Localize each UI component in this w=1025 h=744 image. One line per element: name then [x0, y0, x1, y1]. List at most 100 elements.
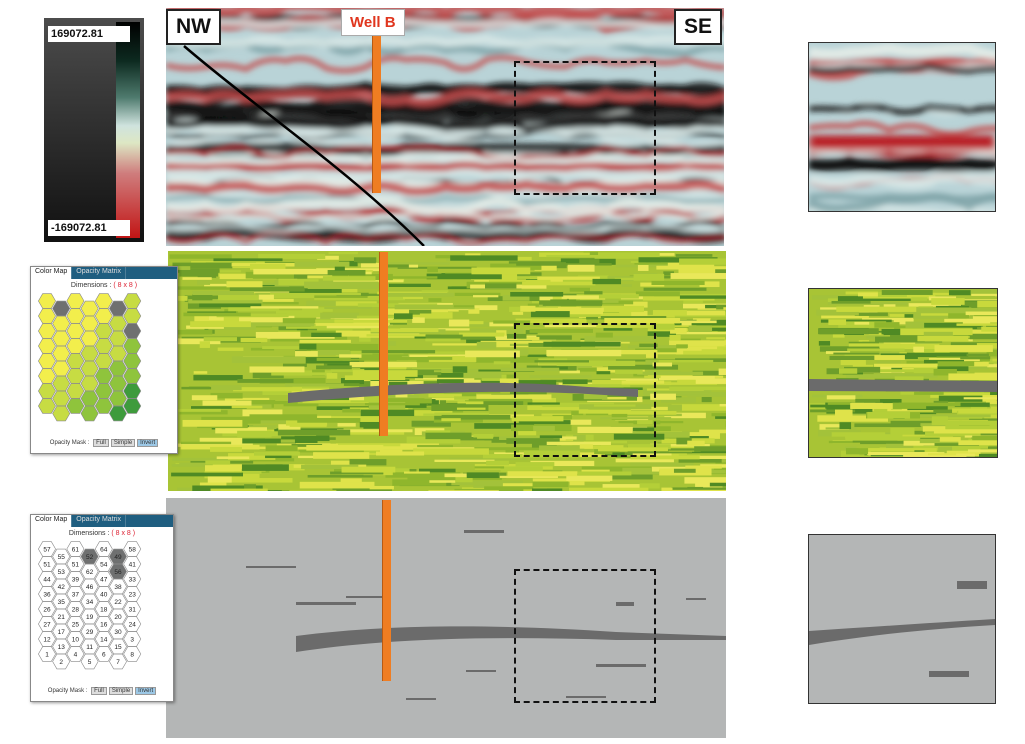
svg-text:3: 3 [130, 637, 134, 644]
facies-section-image [168, 251, 726, 491]
svg-text:46: 46 [86, 584, 94, 591]
svg-text:52: 52 [86, 554, 94, 561]
svg-text:11: 11 [86, 644, 93, 651]
tab-color-map[interactable]: Color Map [31, 267, 73, 279]
zoom-inset-bottom [808, 534, 996, 704]
svg-text:42: 42 [58, 584, 66, 591]
svg-text:26: 26 [43, 607, 51, 614]
svg-text:40: 40 [100, 592, 108, 599]
svg-text:51: 51 [72, 562, 80, 569]
svg-text:4: 4 [74, 652, 78, 659]
svg-text:7: 7 [116, 659, 120, 666]
full-button[interactable]: Full [91, 687, 107, 695]
seismic-section-image [166, 8, 724, 246]
svg-text:22: 22 [114, 599, 122, 606]
zoom-inset-bottom-image [809, 535, 995, 703]
svg-text:28: 28 [72, 607, 80, 614]
hexagon-grid[interactable] [31, 291, 177, 431]
svg-text:35: 35 [58, 599, 66, 606]
well-trace-middle [379, 252, 388, 436]
svg-text:49: 49 [114, 554, 122, 561]
tab-opacity-matrix[interactable]: Opacity Matrix [72, 515, 127, 527]
svg-text:5: 5 [88, 659, 92, 666]
facies-section-panel[interactable] [168, 251, 726, 491]
zoom-selection-box-bottom[interactable] [514, 569, 656, 703]
svg-text:54: 54 [100, 562, 108, 569]
nw-label: NW [166, 9, 221, 45]
svg-text:8: 8 [130, 652, 134, 659]
zoom-inset-top [808, 42, 996, 212]
invert-button[interactable]: Invert [137, 439, 159, 447]
svg-text:38: 38 [114, 584, 122, 591]
svg-text:25: 25 [72, 622, 80, 629]
svg-text:51: 51 [43, 562, 51, 569]
simple-button[interactable]: Simple [110, 439, 136, 447]
svg-text:34: 34 [86, 599, 94, 606]
svg-text:19: 19 [86, 614, 94, 621]
svg-text:27: 27 [43, 622, 51, 629]
color-map-widget-middle[interactable]: Color Map Opacity Matrix Dimensions : ( … [30, 266, 178, 454]
svg-text:31: 31 [129, 607, 137, 614]
geobody-section-panel[interactable] [166, 498, 726, 738]
se-label: SE [674, 9, 723, 45]
well-trace-bottom [382, 500, 391, 681]
svg-text:14: 14 [100, 637, 108, 644]
svg-text:55: 55 [58, 554, 66, 561]
svg-text:16: 16 [100, 622, 108, 629]
svg-text:2: 2 [59, 659, 63, 666]
svg-text:13: 13 [58, 644, 66, 651]
svg-text:1: 1 [45, 652, 49, 659]
colorbar-max-label: 169072.81 [48, 26, 130, 42]
colorbar-min-label: -169072.81 [48, 220, 130, 236]
svg-text:10: 10 [72, 637, 80, 644]
svg-text:56: 56 [114, 569, 122, 576]
svg-text:62: 62 [86, 569, 94, 576]
tab-color-map[interactable]: Color Map [31, 515, 73, 527]
simple-button[interactable]: Simple [108, 687, 134, 695]
color-map-widget-bottom[interactable]: Color Map Opacity Matrix Dimensions : ( … [30, 514, 174, 702]
svg-text:21: 21 [58, 614, 66, 621]
dimensions-label: Dimensions : ( 8 x 8 ) [68, 530, 136, 537]
svg-text:17: 17 [58, 629, 66, 636]
tab-opacity-matrix[interactable]: Opacity Matrix [72, 267, 127, 279]
invert-button[interactable]: Invert [135, 687, 157, 695]
svg-text:6: 6 [102, 652, 106, 659]
svg-text:12: 12 [43, 637, 51, 644]
svg-text:57: 57 [43, 547, 51, 554]
svg-text:33: 33 [129, 577, 137, 584]
zoom-selection-box-top[interactable] [514, 61, 656, 195]
svg-text:53: 53 [58, 569, 66, 576]
full-button[interactable]: Full [93, 439, 109, 447]
zoom-selection-box-middle[interactable] [514, 323, 656, 457]
colorbar-legend: 169072.81 -169072.81 [44, 18, 144, 242]
zoom-inset-top-image [809, 43, 995, 211]
svg-text:61: 61 [72, 547, 80, 554]
svg-text:20: 20 [114, 614, 122, 621]
svg-text:58: 58 [129, 547, 137, 554]
well-label: Well B [341, 9, 405, 36]
svg-text:47: 47 [100, 577, 108, 584]
svg-text:23: 23 [129, 592, 137, 599]
svg-text:39: 39 [72, 577, 80, 584]
fault-line [183, 45, 425, 246]
well-trace-top [372, 36, 381, 193]
svg-text:30: 30 [114, 629, 122, 636]
svg-text:18: 18 [100, 607, 108, 614]
geobody-section-image [166, 498, 726, 738]
svg-text:64: 64 [100, 547, 108, 554]
svg-text:41: 41 [129, 562, 137, 569]
dimensions-label: Dimensions : ( 8 x 8 ) [70, 282, 138, 289]
svg-text:37: 37 [72, 592, 80, 599]
zoom-inset-middle-image [809, 289, 997, 457]
hexagon-grid[interactable]: 5755615264495851535162545641444239464738… [31, 539, 173, 679]
colorbar-gradient [116, 22, 140, 238]
svg-text:29: 29 [86, 629, 94, 636]
seismic-section-panel[interactable] [166, 8, 724, 246]
svg-text:36: 36 [43, 592, 51, 599]
svg-text:24: 24 [129, 622, 137, 629]
zoom-inset-middle [808, 288, 998, 458]
svg-text:15: 15 [114, 644, 122, 651]
svg-text:44: 44 [43, 577, 51, 584]
